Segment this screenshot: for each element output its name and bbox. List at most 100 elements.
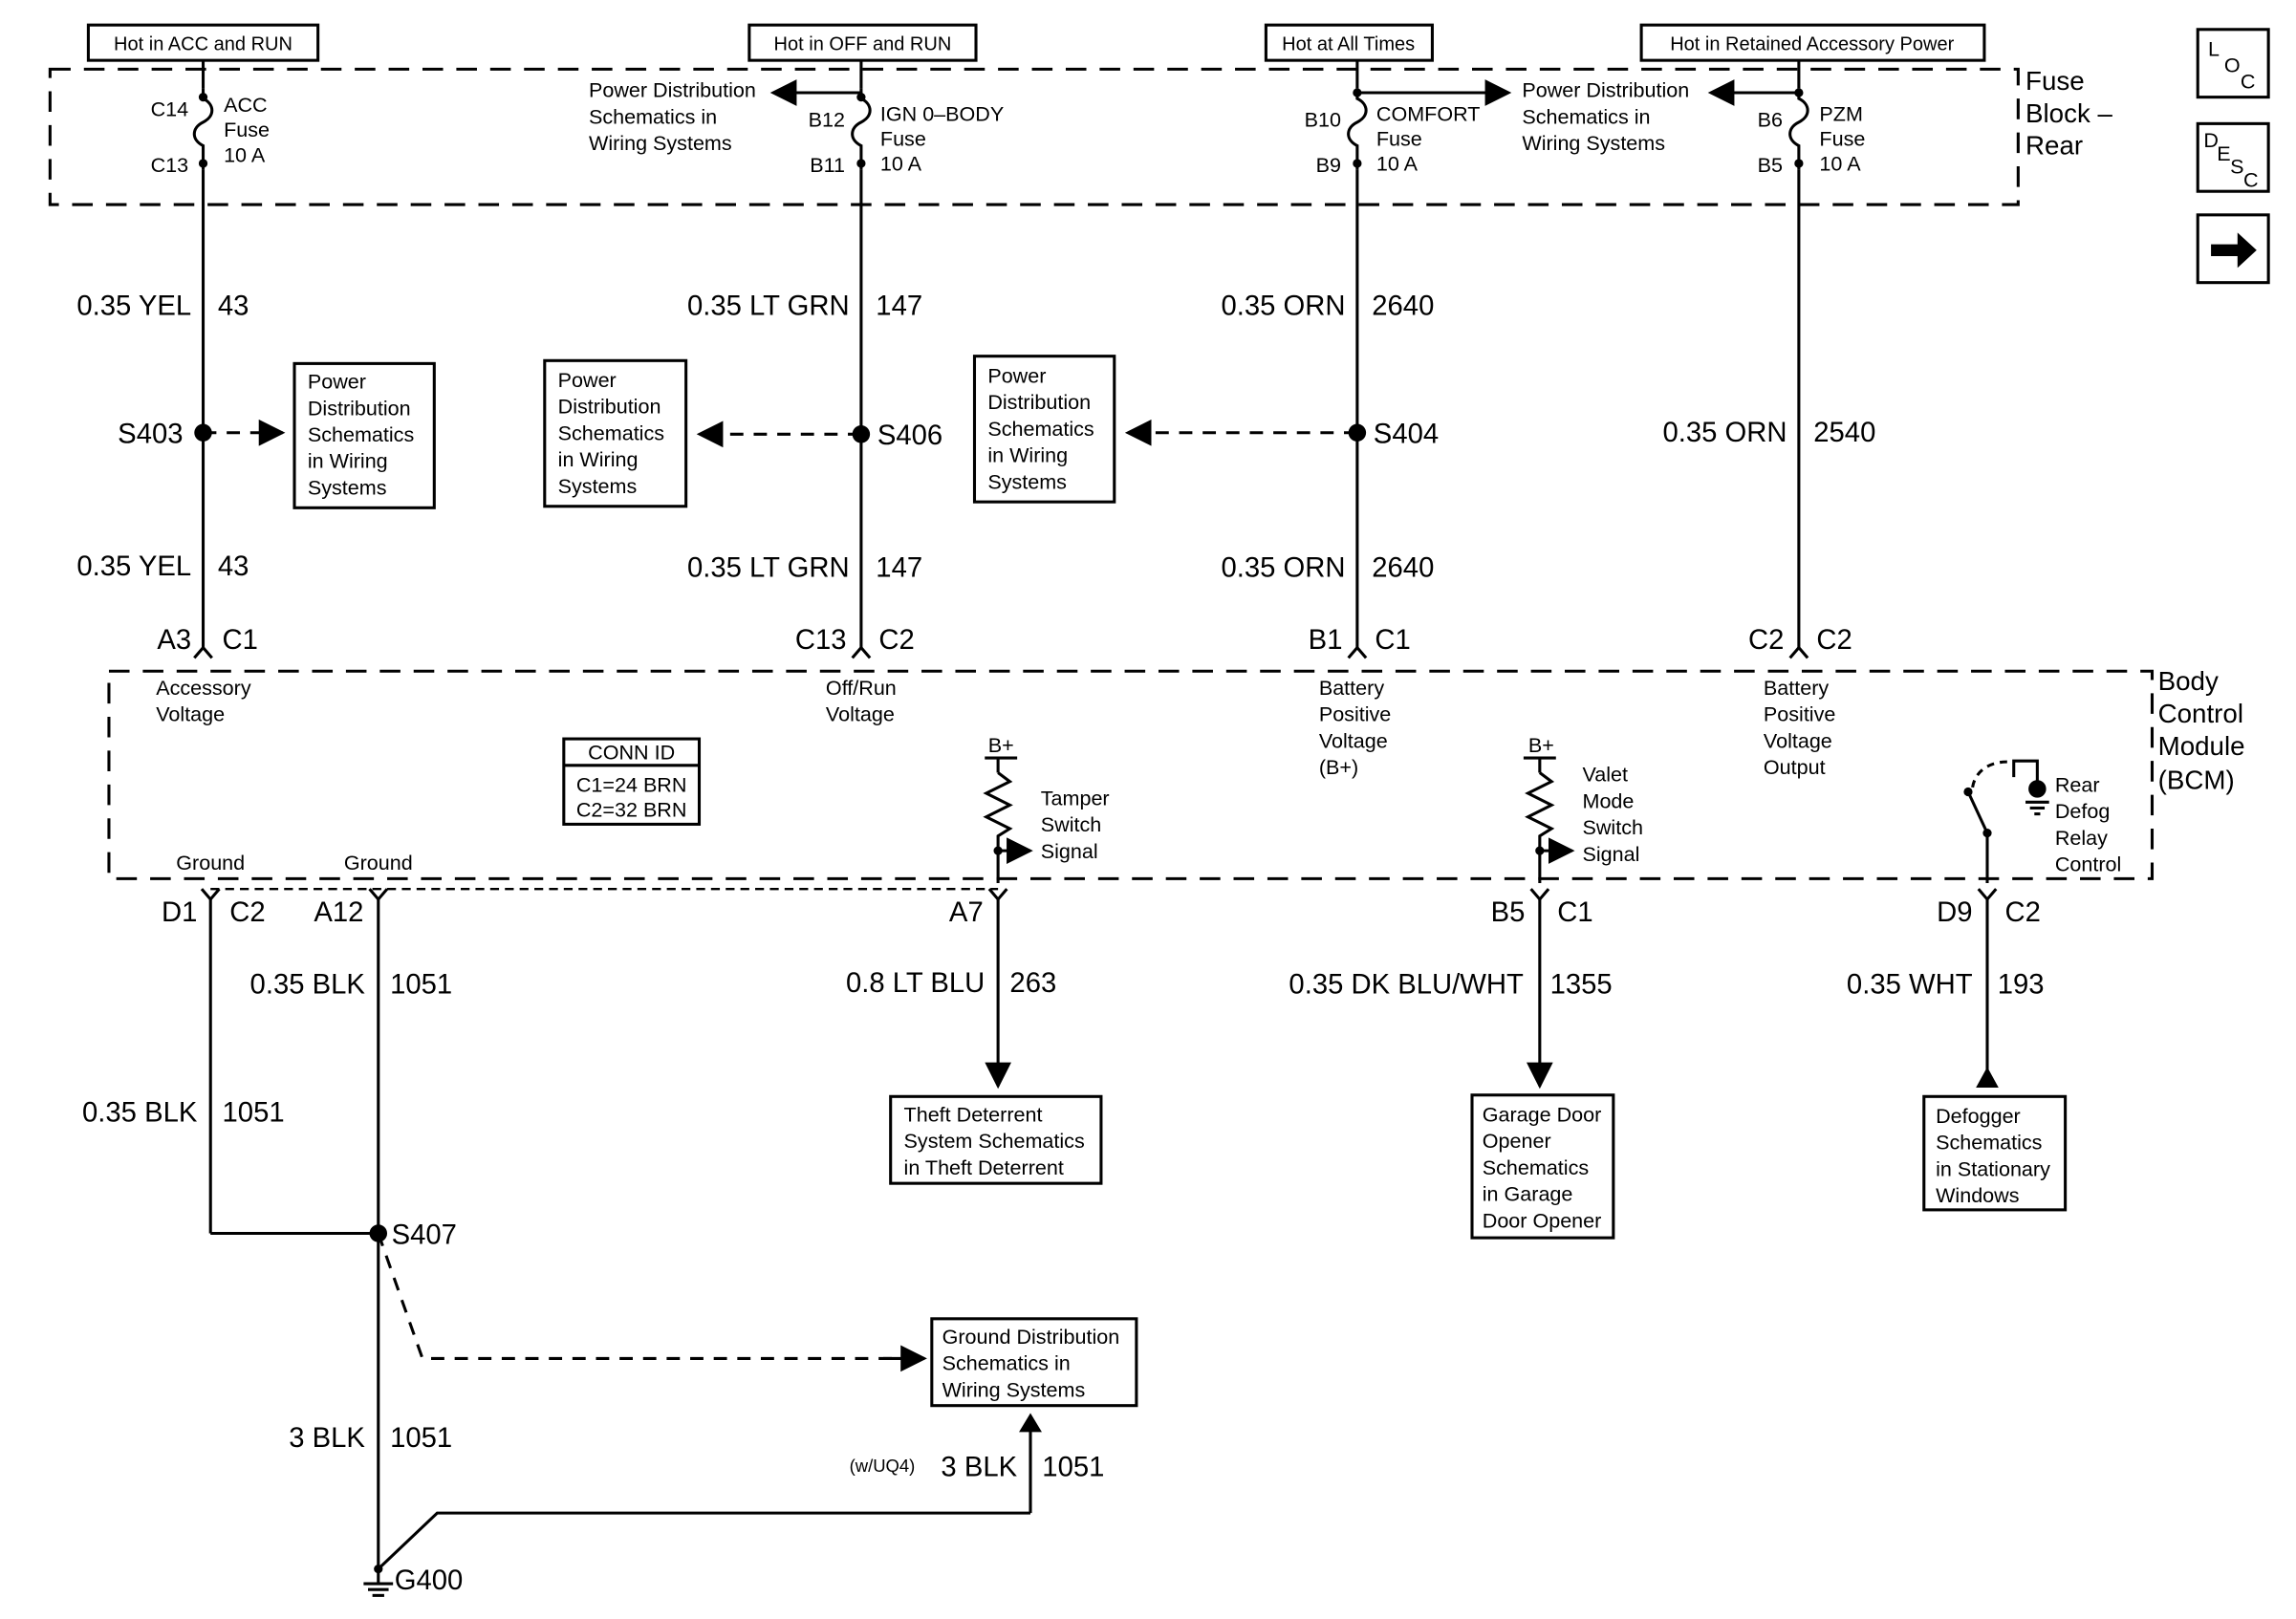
defogger-ref-2: Schematics — [1936, 1131, 2042, 1155]
desc-letter-e: E — [2217, 141, 2230, 165]
comfort-fuse-name: COMFORT — [1376, 101, 1481, 125]
fuse-block-rear-boundary — [48, 67, 2020, 206]
acc-fuse-bottom-pin: C13 — [151, 153, 189, 177]
wire-blk-a12-circuit: 1051 — [390, 970, 452, 1001]
pd-box-s404-3: Schematics — [987, 417, 1094, 441]
pd-ref-box-s406 — [543, 358, 688, 508]
splice-s407-dot — [369, 1224, 388, 1242]
pd-box-s403-4: in Wiring — [308, 449, 388, 473]
accessory-voltage-1: Accessory — [156, 676, 251, 700]
pin-a3: A3 — [157, 625, 191, 656]
offrun-voltage-2: Voltage — [826, 702, 895, 726]
splice-s406-label: S406 — [877, 421, 942, 451]
valet-bplus: B+ — [1528, 733, 1554, 757]
defog-label-3: Relay — [2055, 826, 2108, 850]
next-button[interactable] — [2196, 213, 2270, 285]
comfort-fuse-symbol — [1347, 88, 1368, 170]
ground-label-d1: Ground — [176, 851, 245, 874]
comfort-fuse-rating: 10 A — [1376, 152, 1419, 176]
pin-b5: B5 — [1491, 897, 1526, 928]
wire-orn2640-circuit-upper: 2640 — [1372, 291, 1434, 322]
tamper-label-2: Switch — [1041, 812, 1101, 836]
bcm-title-4: (BCM) — [2158, 765, 2235, 794]
desc-button[interactable] — [2196, 121, 2270, 193]
acc-fuse-word: Fuse — [224, 118, 270, 141]
defog-label-4: Control — [2055, 853, 2121, 876]
wire-orn2640-gauge-lower: 0.35 ORN — [1221, 553, 1345, 584]
defogger-ref-1: Defogger — [1936, 1104, 2021, 1128]
battery-voltage-4: (B+) — [1319, 755, 1358, 779]
pd-box-s404-5: Systems — [987, 469, 1067, 493]
ground-label-a12: Ground — [344, 851, 413, 874]
bcm-title-3: Module — [2158, 731, 2245, 761]
ground-dist-ref-2: Schematics in — [942, 1351, 1071, 1375]
pd-ref-ign-3: Wiring Systems — [589, 131, 732, 155]
wire-dkblu-circuit: 1355 — [1550, 970, 1613, 1001]
comfort-fuse-top-pin: B10 — [1305, 107, 1341, 131]
defog-label-1: Rear — [2055, 773, 2100, 797]
loc-letter-o: O — [2224, 53, 2241, 76]
pd-box-s403-2: Distribution — [308, 396, 411, 420]
ign-fuse-name: IGN 0–BODY — [880, 101, 1004, 125]
splice-s404-dot — [1348, 423, 1367, 442]
wire-orn2640-circuit-lower: 2640 — [1372, 553, 1434, 584]
header-rap: Hot in Retained Accessory Power — [1670, 33, 1954, 54]
pin-a3-conn: C1 — [223, 625, 258, 656]
splice-s406-dot — [852, 425, 871, 443]
battery-output-4: Output — [1764, 755, 1826, 779]
theft-ref-2: System Schematics — [904, 1129, 1085, 1153]
tamper-label-3: Signal — [1041, 839, 1098, 863]
wire-orn2540-gauge: 0.35 ORN — [1662, 418, 1787, 448]
theft-deterrent-ref-box — [889, 1094, 1103, 1185]
valet-label-2: Mode — [1583, 788, 1635, 812]
valet-label-1: Valet — [1583, 763, 1629, 787]
desc-letter-c: C — [2243, 168, 2259, 192]
comfort-fuse-bottom-pin: B9 — [1316, 153, 1341, 177]
ground-dist-ref-3: Wiring Systems — [942, 1377, 1086, 1401]
pd-box-s404-1: Power — [987, 363, 1046, 387]
pin-d1: D1 — [162, 897, 197, 928]
pin-c2: C2 — [1748, 625, 1784, 656]
header-all-times: Hot at All Times — [1282, 33, 1415, 54]
garage-ref-3: Schematics — [1483, 1155, 1589, 1179]
defog-label-2: Defog — [2055, 799, 2111, 823]
wire-ltgrn-circuit-lower: 147 — [876, 553, 922, 584]
pd-ref-ign-2: Schematics in — [589, 104, 717, 128]
wire-yel-gauge-upper: 0.35 YEL — [76, 291, 191, 322]
splice-s403-dot — [194, 423, 212, 442]
battery-output-3: Voltage — [1764, 728, 1832, 752]
pin-b1: B1 — [1309, 625, 1343, 656]
pd-ref-box-s404 — [972, 355, 1116, 504]
ground-dist-ref-1: Ground Distribution — [942, 1325, 1120, 1349]
pd-box-s403-3: Schematics — [308, 422, 414, 446]
comfort-fuse-word: Fuse — [1376, 126, 1422, 150]
pin-c13: C13 — [795, 625, 847, 656]
splice-s407-label: S407 — [392, 1220, 457, 1250]
pzm-fuse-bottom-pin: B5 — [1758, 153, 1783, 177]
pd-box-s404-2: Distribution — [987, 390, 1091, 414]
battery-voltage-1: Battery — [1319, 676, 1384, 700]
wire-wht-circuit: 193 — [1998, 970, 2045, 1001]
conn-id-box — [562, 737, 702, 826]
wire-ltblu-circuit: 263 — [1009, 968, 1056, 999]
conn-id-title: CONN ID — [588, 741, 675, 765]
wire-blk3-option: (w/UQ4) — [850, 1456, 916, 1476]
loc-button[interactable] — [2196, 28, 2270, 99]
pd-ref-comfort-3: Wiring Systems — [1522, 131, 1665, 155]
pd-box-s404-4: in Wiring — [987, 443, 1068, 467]
conn-id-c2: C2=32 BRN — [576, 798, 687, 822]
tamper-bplus: B+ — [988, 733, 1014, 757]
garage-ref-4: in Garage — [1483, 1182, 1573, 1206]
defogger-ref-4: Windows — [1936, 1183, 2019, 1207]
garage-ref-2: Opener — [1483, 1129, 1551, 1153]
pd-box-s406-1: Power — [558, 368, 617, 392]
bcm-title-2: Control — [2158, 699, 2243, 728]
offrun-voltage-1: Off/Run — [826, 676, 897, 700]
splice-s403-label: S403 — [118, 420, 183, 450]
fuse-block-label-3: Rear — [2025, 131, 2083, 161]
header-box-rap — [1639, 23, 1986, 62]
pd-ref-comfort-1: Power Distribution — [1522, 78, 1689, 102]
garage-ref-1: Garage Door — [1483, 1102, 1602, 1126]
